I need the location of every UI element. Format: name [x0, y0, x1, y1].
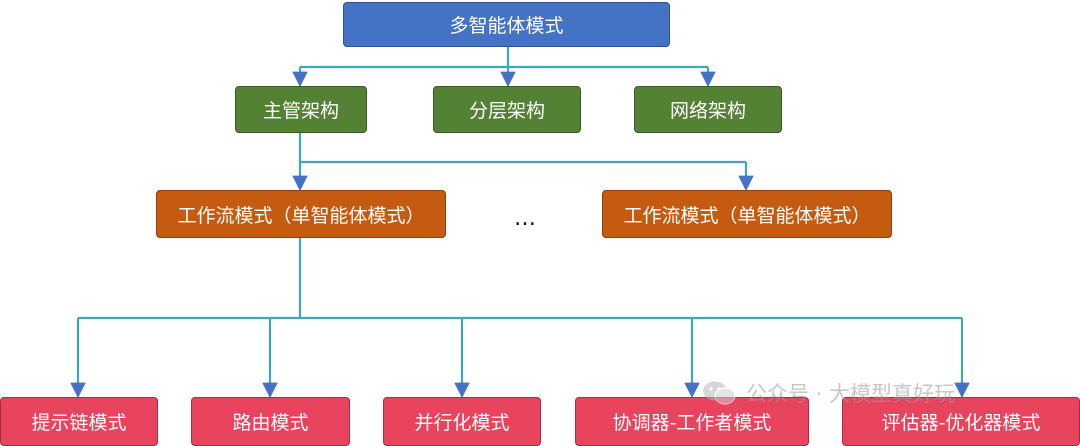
architecture-node-hierarchical: 分层架构 [433, 86, 581, 133]
architecture-node-supervisor: 主管架构 [235, 86, 367, 133]
pattern-node-parallelization: 并行化模式 [383, 397, 541, 446]
root-node: 多智能体模式 [343, 2, 670, 47]
architecture-node-network: 网络架构 [634, 86, 782, 133]
pattern-node-orchestrator-worker: 协调器-工作者模式 [575, 397, 809, 446]
pattern-node-evaluator-optimizer: 评估器-优化器模式 [842, 397, 1080, 446]
workflow-node-left: 工作流模式（单智能体模式） [156, 190, 446, 238]
watermark-text: 公众号 · 大模型真好玩 [746, 382, 956, 406]
wechat-icon [703, 381, 736, 405]
ellipsis: … [514, 206, 537, 231]
watermark: 公众号 · 大模型真好玩 [702, 378, 955, 408]
workflow-node-right: 工作流模式（单智能体模式） [602, 190, 892, 238]
pattern-node-routing: 路由模式 [191, 397, 350, 446]
pattern-node-prompt-chain: 提示链模式 [0, 397, 158, 446]
